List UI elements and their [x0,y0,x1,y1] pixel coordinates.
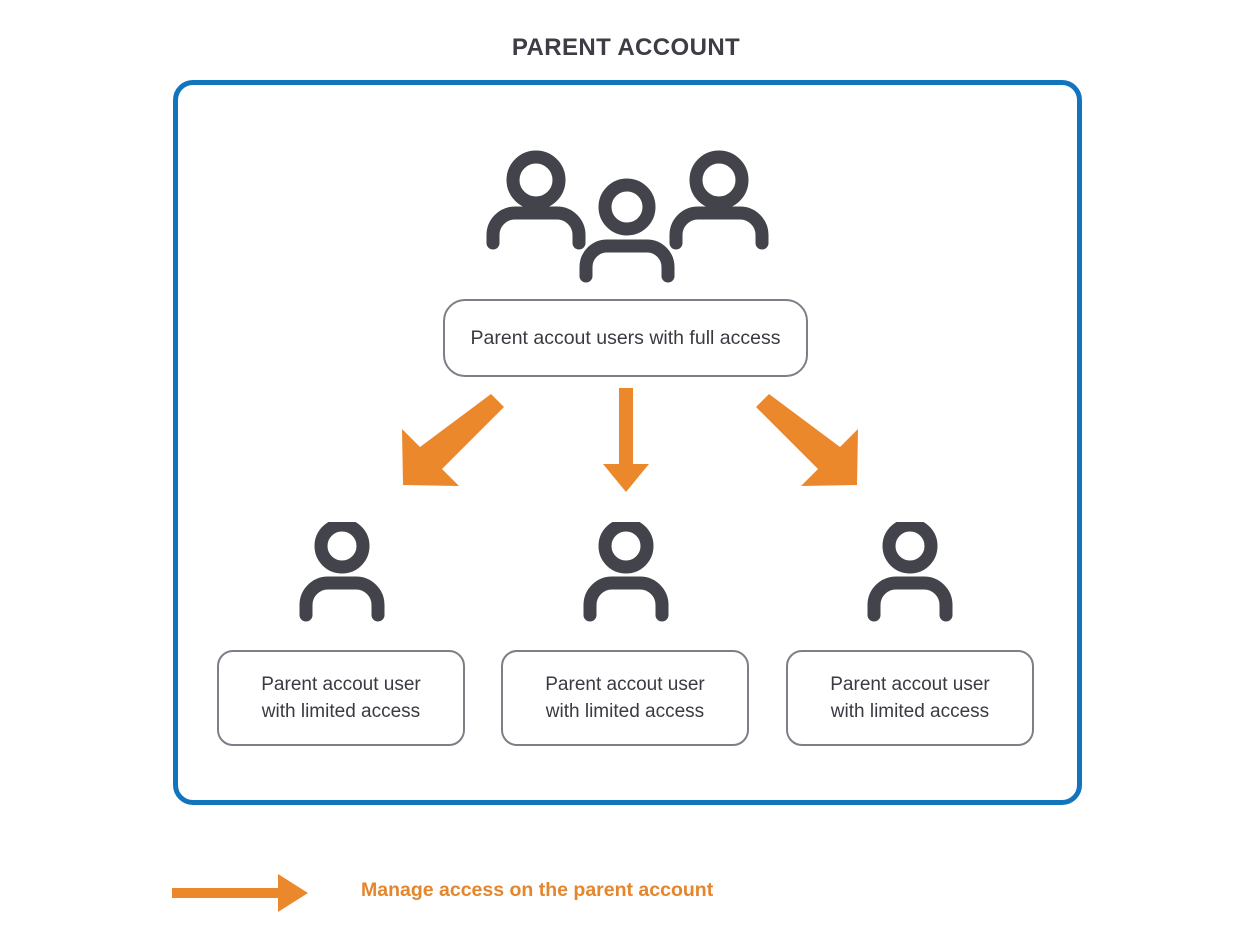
page-title: PARENT ACCOUNT [511,34,741,61]
legend-label: Manage access on the parent account [361,879,714,901]
full-access-label: Parent accout users with full access [443,299,808,377]
user-icon [299,522,385,622]
arrow-right-icon [172,874,308,912]
user-icon [583,522,669,622]
limited-access-label-1-text: Parent accout user with limited access [261,674,421,722]
limited-access-label-3: Parent accout user with limited access [786,650,1034,746]
limited-access-label-2-text: Parent accout user with limited access [545,674,705,722]
arrow-down-left [402,394,504,486]
limited-access-label-3-text: Parent accout user with limited access [830,674,990,722]
arrow-down-right [756,394,858,486]
limited-access-label-2: Parent accout user with limited access [501,650,749,746]
limited-access-label-1: Parent accout user with limited access [217,650,465,746]
user-icon [867,522,953,622]
arrow-down [603,388,649,492]
three-users-icon [480,145,775,285]
full-access-label-text: Parent accout users with full access [470,326,781,349]
